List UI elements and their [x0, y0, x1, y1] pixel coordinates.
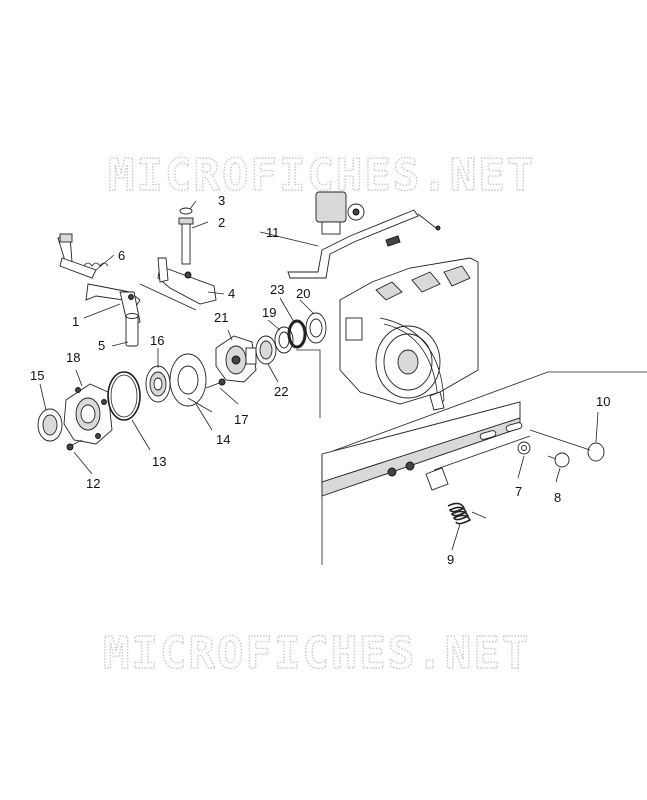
callout-18: 18: [66, 350, 80, 365]
callout-20: 20: [296, 286, 310, 301]
callout-8: 8: [554, 490, 561, 505]
part-8-bolt: [547, 452, 570, 468]
callout-19: 19: [262, 305, 276, 320]
part-14-gasket: [169, 353, 207, 407]
callout-22: 22: [274, 384, 288, 399]
callout-6: 6: [118, 248, 125, 263]
part-3-o-ring: [179, 207, 193, 215]
detail-rail: [321, 401, 531, 497]
part-20-washer: [305, 312, 327, 344]
callout-11: 11: [266, 225, 280, 240]
callout-7: 7: [515, 484, 522, 499]
part-23-snap-ring: [287, 319, 307, 349]
callout-4: 4: [228, 286, 235, 301]
callout-14: 14: [216, 432, 230, 447]
part-10-screw: [529, 429, 605, 462]
callout-3: 3: [218, 193, 225, 208]
part-7-washer: [517, 441, 531, 455]
leader-lines: [39, 200, 599, 551]
part-12-screw: [66, 439, 83, 451]
callout-17: 17: [234, 412, 248, 427]
callout-15: 15: [30, 368, 44, 383]
part-15-seal: [37, 408, 63, 442]
part-4-selector-lever: [139, 257, 217, 311]
part-6-lever-spring: [57, 233, 109, 279]
part-16-bearing: [145, 365, 171, 403]
callout-23: 23: [270, 282, 284, 297]
part-22-bearing: [255, 335, 277, 365]
callout-5: 5: [98, 338, 105, 353]
part-13-o-ring: [107, 371, 141, 421]
engine-block: [339, 257, 479, 411]
part-5-pin: [125, 313, 139, 347]
detail-inset-frame: [296, 349, 647, 565]
part-2-bolt: [178, 217, 194, 265]
part-17-screw: [205, 378, 226, 389]
callout-12: 12: [86, 476, 100, 491]
callout-21: 21: [214, 310, 228, 325]
callout-9: 9: [447, 552, 454, 567]
callout-2: 2: [218, 215, 225, 230]
callout-labels: 1 2 3 4 5 6 7 8 9 10 11 12 13 14 15 16 1…: [30, 193, 610, 567]
part-11-bracket-actuator: [287, 191, 441, 279]
callout-10: 10: [596, 394, 610, 409]
part-9-spring: [447, 502, 487, 525]
watermark-bottom: MICROFICHES.NET: [103, 628, 530, 679]
callout-13: 13: [152, 454, 166, 469]
part-18-housing-cover: [63, 383, 113, 445]
callout-1: 1: [72, 314, 79, 329]
callout-16: 16: [150, 333, 164, 348]
part-21-housing: [215, 335, 257, 383]
